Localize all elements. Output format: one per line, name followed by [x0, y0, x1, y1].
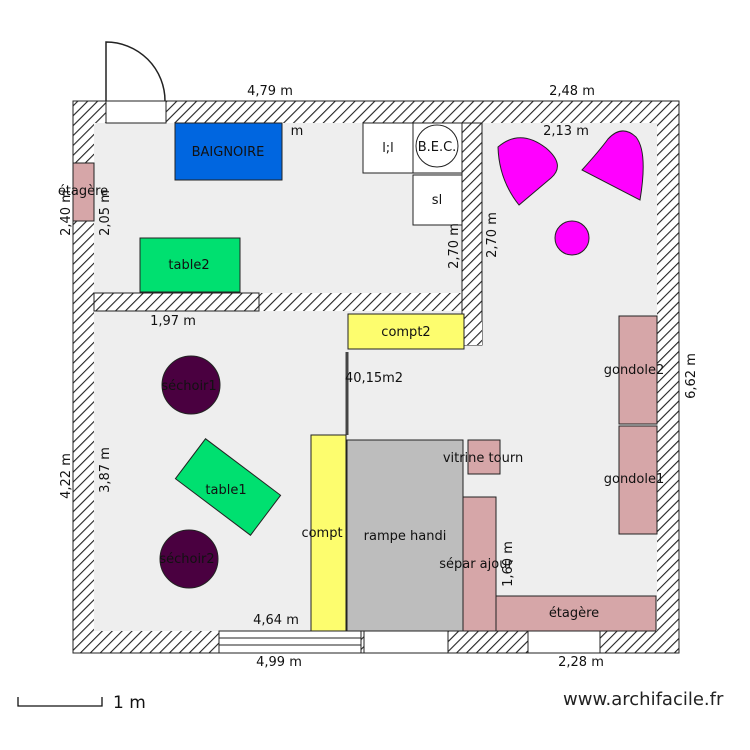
openwork-separator[interactable]: [462, 496, 497, 632]
bathtub-label: BAIGNOIRE: [192, 145, 265, 160]
dim-top-right-inner: 2,13 m: [543, 124, 589, 139]
partition-horizontal: [93, 292, 260, 312]
chair-left[interactable]: [497, 137, 558, 206]
partition-stub: [464, 320, 482, 345]
dim-bottom-right: 2,28 m: [558, 655, 604, 670]
gondola1[interactable]: [618, 425, 658, 535]
bottom-door-right[interactable]: [527, 630, 601, 654]
gondola2[interactable]: [618, 315, 658, 425]
brand-watermark[interactable]: www.archifacile.fr: [563, 689, 724, 710]
counter-label: compt: [301, 526, 342, 541]
sl-label: sl: [432, 193, 442, 208]
shelf-bottom[interactable]: [495, 595, 657, 632]
dryer1-label: séchoir1: [161, 379, 216, 394]
table1-label: table1: [205, 483, 246, 498]
bottom-window-left: [218, 630, 362, 654]
area-label: 40,15m2: [345, 371, 403, 386]
dim-bottom-inner: 4,64 m: [253, 613, 299, 628]
dim-mid-b: 2,70 m: [485, 212, 500, 258]
gondola1-label: gondole1: [604, 472, 665, 487]
dim-left-inner: 2,05 m: [98, 190, 113, 236]
scale-bar: [17, 697, 103, 707]
dim-separator: 1,60 m: [501, 541, 516, 587]
table1[interactable]: [174, 438, 282, 536]
partition-vertical: [461, 122, 483, 346]
bottom-door-middle[interactable]: [363, 630, 449, 654]
shelf-left-label: étagère: [58, 184, 108, 199]
bathtub[interactable]: [174, 122, 283, 181]
rotating-display[interactable]: [467, 439, 501, 475]
ll-label: l;l: [382, 141, 394, 156]
dryer2-label: séchoir2: [159, 552, 214, 567]
dim-left-lower-outer: 4,22 m: [59, 453, 74, 499]
access-ramp[interactable]: [346, 439, 464, 632]
bec-label: B.E.C.: [418, 140, 457, 155]
counter2-label: compt2: [381, 325, 430, 340]
scale-label: 1 m: [113, 693, 146, 713]
door-swing: [105, 41, 166, 102]
stool[interactable]: [554, 220, 590, 256]
dim-bottom-left: 4,99 m: [256, 655, 302, 670]
dim-bath-m: m: [291, 124, 304, 139]
dim-left-lower-inner: 3,87 m: [98, 447, 113, 493]
table2-label: table2: [168, 258, 209, 273]
display-label: vitrine tourn: [443, 451, 523, 466]
separator-label: sépar ajour: [439, 557, 513, 572]
toilet-bowl: [415, 124, 459, 168]
dim-right: 6,62 m: [684, 353, 699, 399]
dim-top-right: 2,48 m: [549, 84, 595, 99]
table2[interactable]: [139, 237, 241, 293]
counter[interactable]: [310, 434, 347, 632]
dryer2[interactable]: [159, 529, 219, 589]
dim-mid-a: 2,70 m: [447, 223, 462, 269]
chair-right[interactable]: [581, 130, 644, 201]
door-opening[interactable]: [105, 100, 167, 124]
dim-top-left: 4,79 m: [247, 84, 293, 99]
shelf-bottom-label: étagère: [549, 606, 599, 621]
counter2[interactable]: [347, 313, 465, 350]
ramp-label: rampe handi: [364, 529, 447, 544]
dim-partition: 1,97 m: [150, 314, 196, 329]
dim-left-outer: 2,40 m: [59, 190, 74, 236]
dryer1[interactable]: [161, 355, 221, 415]
sl-box[interactable]: [412, 174, 463, 226]
gondola2-label: gondole2: [604, 363, 665, 378]
shelf-left[interactable]: [72, 162, 95, 222]
